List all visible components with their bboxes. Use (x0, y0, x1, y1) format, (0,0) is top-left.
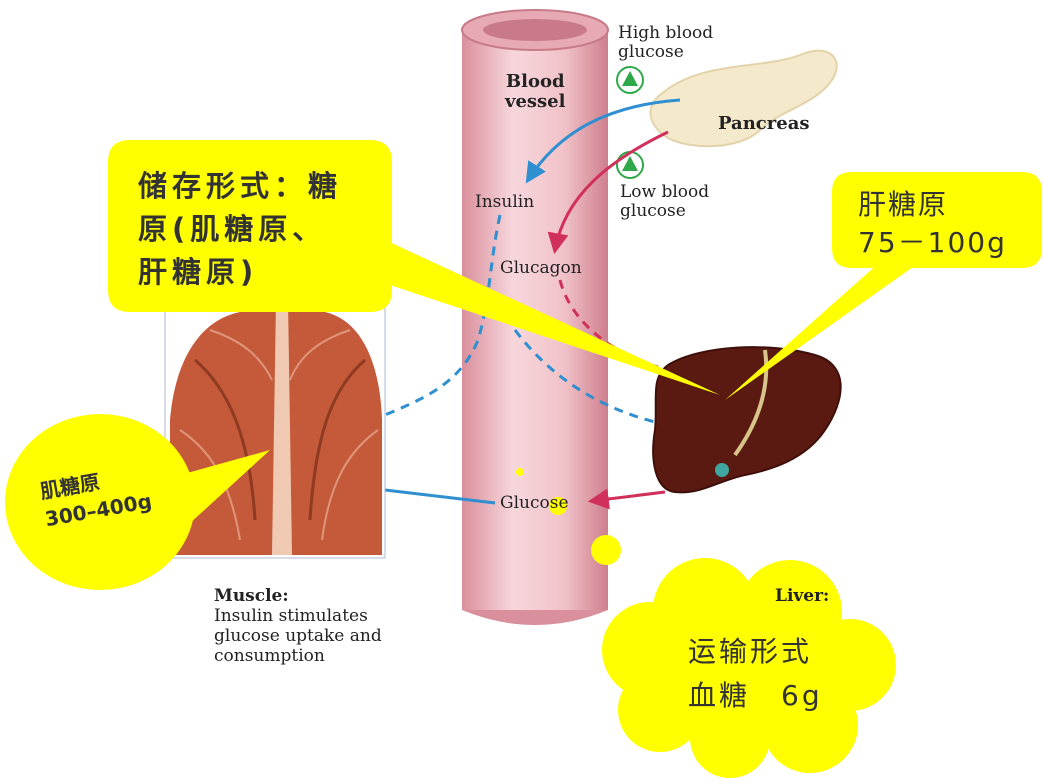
pancreas-illustration (649, 49, 838, 148)
glucagon-arrow (547, 130, 669, 255)
liver-glucose-release-arrow (587, 488, 666, 510)
low-glucose-triangle-icon (616, 151, 644, 179)
liver-illustration (652, 346, 842, 494)
glucagon-label: Glucagon (500, 258, 582, 278)
liver-glycogen-text: 肝糖原 75－100g (858, 188, 1007, 259)
muscle-illustration (164, 299, 386, 559)
transport-form-callout (516, 468, 896, 778)
liver-title: Liver: (775, 586, 830, 606)
glucose-to-muscle-arrow (384, 488, 496, 505)
insulin-to-muscle-dashed (384, 214, 502, 417)
muscle-title: Muscle: (214, 586, 289, 606)
insulin-label: Insulin (475, 192, 535, 212)
glucose-label: Glucose (500, 493, 569, 513)
pancreas-label: Pancreas (718, 113, 810, 134)
high-glucose-label: High blood glucose (618, 23, 714, 62)
insulin-to-liver-dashed (513, 329, 669, 427)
transport-form-text: 运输形式 血糖 6g (688, 635, 823, 712)
muscle-glycogen-callout (5, 414, 270, 590)
insulin-arrow (525, 98, 681, 184)
blood-vessel-label: Blood vessel (505, 71, 566, 112)
low-glucose-label: Low blood glucose (620, 182, 710, 221)
liver-glycogen-callout (725, 172, 1042, 400)
glucagon-to-liver-dashed (558, 279, 669, 372)
high-glucose-triangle-icon (616, 66, 644, 94)
storage-form-callout (108, 140, 720, 395)
muscle-description: Insulin stimulates glucose uptake and co… (214, 606, 382, 666)
storage-form-text: 储存形式：糖 原(肌糖原、 肝糖原) (138, 169, 343, 289)
